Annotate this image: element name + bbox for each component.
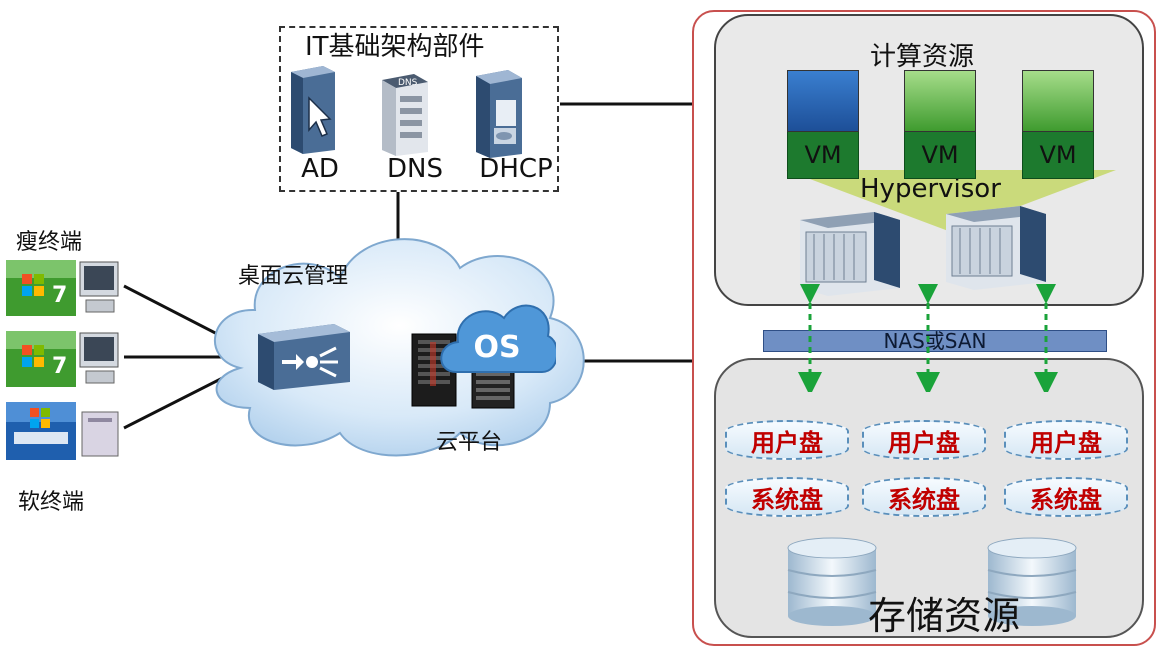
desktop-cloud-management-label: 桌面云管理	[238, 264, 349, 289]
windows-7-icon	[1022, 70, 1094, 132]
vm-2: VM	[904, 70, 976, 179]
compute-resources-title: 计算资源	[870, 42, 975, 72]
dns-label: DNS	[387, 154, 443, 184]
soft-terminal-label: 软终端	[18, 490, 85, 515]
dns-server-icon: DNS	[382, 74, 428, 156]
dhcp-server-icon	[476, 70, 522, 158]
soft-terminal-icon	[6, 402, 119, 460]
thin-terminal-label: 瘦终端	[16, 230, 83, 255]
svg-text:DNS: DNS	[398, 78, 418, 88]
thin-terminal-1-icon: 7	[6, 260, 119, 316]
system-disk-3: 系统盘	[1004, 477, 1128, 517]
storage-resources-title: 存储资源	[868, 594, 1021, 638]
os-label: OS	[473, 330, 521, 365]
storage-link-arrows	[798, 284, 1058, 392]
cloud-gateway-icon	[258, 324, 350, 390]
physical-server-2-icon	[946, 206, 1046, 290]
it-infrastructure-title: IT基础架构部件	[305, 32, 485, 62]
svg-text:7: 7	[52, 283, 67, 308]
vm-1-label: VM	[787, 132, 859, 179]
windows-7-icon	[904, 70, 976, 132]
system-disk-2: 系统盘	[862, 477, 986, 517]
physical-server-1-icon	[800, 212, 900, 296]
thin-terminal-2-icon: 7	[6, 331, 119, 387]
ad-label: AD	[301, 154, 339, 184]
user-disk-3: 用户盘	[1004, 420, 1128, 460]
hypervisor-label: Hypervisor	[860, 174, 1001, 204]
vm-3-label: VM	[1022, 132, 1094, 179]
storage-database-2-icon	[987, 537, 1077, 626]
svg-text:7: 7	[52, 354, 67, 379]
system-disk-1: 系统盘	[725, 477, 849, 517]
cloud-platform-label: 云平台	[436, 430, 503, 455]
dhcp-label: DHCP	[479, 154, 553, 184]
hypervisor-funnel	[786, 170, 1116, 232]
user-disk-1: 用户盘	[725, 420, 849, 460]
windows-xp-icon	[787, 70, 859, 132]
storage-database-1-icon	[787, 537, 877, 626]
vm-3: VM	[1022, 70, 1094, 179]
os-cloud-icon	[440, 304, 556, 373]
user-disk-2: 用户盘	[862, 420, 986, 460]
ad-server-icon	[291, 66, 335, 154]
vm-2-label: VM	[904, 132, 976, 179]
vm-1: VM	[787, 70, 859, 179]
cloud-storage-unit-icon	[471, 367, 515, 409]
